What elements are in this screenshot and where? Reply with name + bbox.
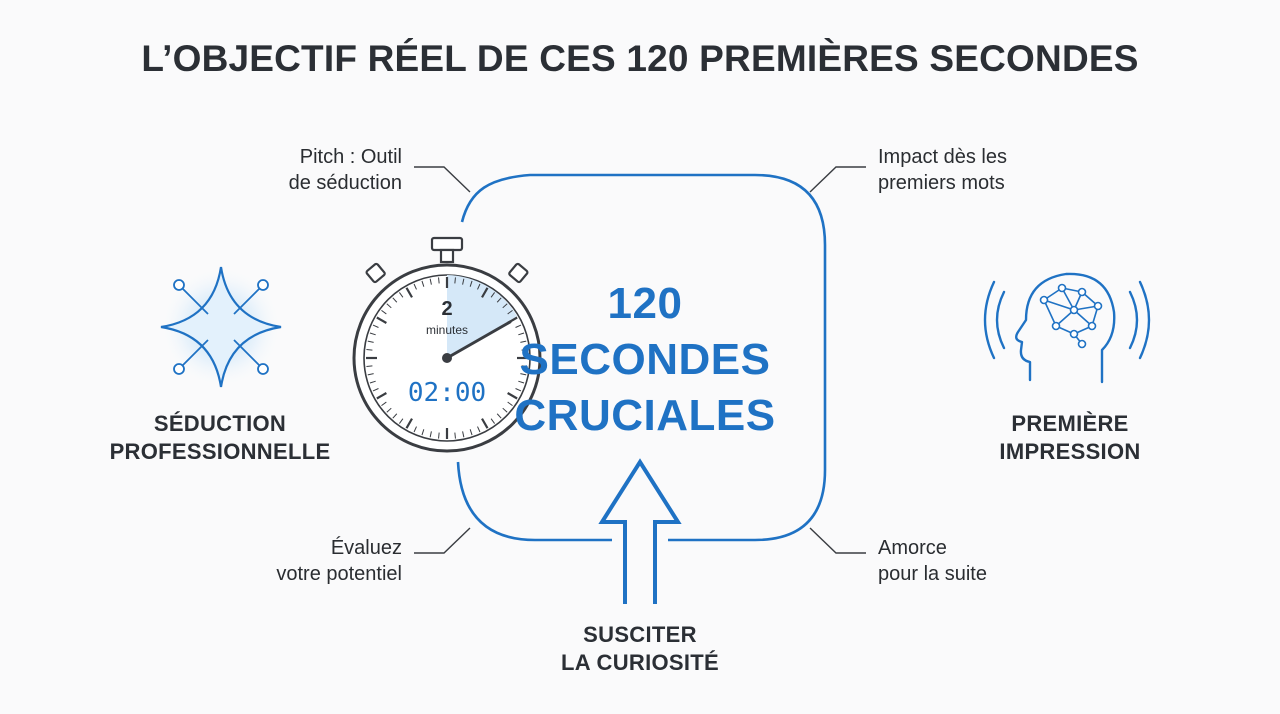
stopwatch-tick — [367, 340, 374, 343]
stopwatch-tick — [490, 418, 496, 424]
stopwatch-tick — [477, 283, 481, 290]
leader-bottom-left — [414, 527, 471, 554]
stopwatch-tick — [490, 292, 496, 298]
note-bottom-right: Amorce pour la suite — [878, 535, 1058, 587]
stopwatch-tick — [507, 309, 513, 315]
stopwatch-tick — [454, 432, 456, 439]
central-frame — [456, 173, 827, 542]
digital-readout: 02:00 — [408, 378, 486, 408]
stopwatch-tick — [462, 431, 465, 438]
pillar-right-line-1: PREMIÈRE — [1011, 411, 1129, 436]
stopwatch-tick — [502, 407, 508, 413]
sparkle-star-icon — [159, 265, 283, 389]
pillar-left-line-2: PROFESSIONNELLE — [109, 439, 331, 464]
stopwatch-tick — [405, 287, 413, 298]
stopwatch-tick — [386, 303, 392, 309]
pillar-right-line-2: IMPRESSION — [999, 439, 1141, 464]
stopwatch-tick — [520, 373, 527, 376]
central-heading-line-3: CRUCIALES — [514, 391, 776, 440]
stopwatch-tick — [438, 277, 440, 284]
pillar-bottom-line-1: SUSCITER — [583, 622, 697, 647]
stopwatch-tick — [398, 418, 404, 424]
note-top-left: Pitch : Outil de séduction — [232, 144, 402, 196]
stopwatch-tick — [429, 431, 432, 438]
note-top-left-line-1: Pitch : Outil — [299, 146, 402, 168]
note-bottom-left: Évaluez votre potentiel — [232, 535, 402, 587]
leader-top-left — [414, 166, 471, 193]
stopwatch-tick — [413, 283, 417, 290]
stopwatch-tick — [454, 277, 456, 284]
stopwatch-tick — [469, 280, 473, 287]
stopwatch-tick — [481, 418, 489, 429]
stopwatch-tick — [502, 303, 508, 309]
stopwatch-tick — [376, 316, 387, 324]
stopwatch-tick — [398, 292, 404, 298]
stopwatch-tick — [507, 392, 518, 400]
stopwatch-tick — [372, 324, 379, 328]
stopwatch-tick — [477, 426, 481, 433]
pillar-left-label: SÉDUCTION PROFESSIONNELLE — [90, 410, 350, 466]
note-bottom-right-line-2: pour la suite — [878, 563, 987, 585]
stopwatch-tick — [518, 332, 525, 336]
stopwatch-tick — [462, 278, 465, 285]
stopwatch-tick — [369, 332, 376, 336]
note-bottom-left-line-2: votre potentiel — [276, 563, 402, 585]
stopwatch-tick — [381, 309, 387, 315]
pillar-bottom-line-2: LA CURIOSITÉ — [560, 650, 719, 675]
leader-bottom-right — [809, 527, 866, 554]
dial-number: 2 — [441, 298, 452, 320]
note-top-left-line-2: de séduction — [288, 172, 402, 194]
note-top-right-line-1: Impact dès les — [878, 146, 1007, 168]
stopwatch-tick — [381, 401, 387, 407]
stopwatch-icon: 2 minutes 02:00 — [352, 236, 542, 453]
stopwatch-tick — [518, 380, 525, 384]
central-heading-line-2: SECONDES — [519, 335, 771, 384]
stopwatch-tick — [392, 413, 398, 419]
note-top-right: Impact dès les premiers mots — [878, 144, 1058, 196]
head-brain-network-icon — [983, 272, 1151, 384]
stopwatch-tick — [392, 297, 398, 303]
stopwatch-tick — [367, 373, 374, 376]
stopwatch-tick — [438, 432, 440, 439]
central-heading: 120 SECONDES CRUCIALES — [490, 276, 800, 444]
stopwatch-tick — [376, 392, 387, 400]
note-bottom-right-line-1: Amorce — [878, 537, 947, 559]
stopwatch-tick — [515, 324, 522, 328]
note-top-right-line-2: premiers mots — [878, 172, 1005, 194]
stopwatch-tick — [386, 407, 392, 413]
stopwatch-tick — [372, 388, 379, 392]
stopwatch-tick — [429, 278, 432, 285]
stopwatch-tick — [496, 297, 502, 303]
stopwatch-tick — [421, 429, 425, 436]
up-arrow-icon — [598, 458, 682, 604]
stopwatch-tick — [520, 340, 527, 343]
pillar-left-line-1: SÉDUCTION — [153, 411, 287, 436]
stopwatch-tick — [469, 429, 473, 436]
page-title: L’OBJECTIF RÉEL DE CES 120 PREMIÈRES SEC… — [141, 38, 1139, 79]
stopwatch-tick — [507, 401, 513, 407]
central-heading-line-1: 120 — [607, 279, 683, 328]
pillar-bottom-label: SUSCITER LA CURIOSITÉ — [530, 621, 750, 677]
stopwatch-tick — [496, 413, 502, 419]
stopwatch-tick — [405, 418, 413, 429]
stopwatch-tick — [413, 426, 417, 433]
stopwatch-tick — [366, 365, 373, 367]
leader-top-right — [809, 166, 866, 193]
stopwatch-tick — [521, 365, 528, 367]
stopwatch-tick — [521, 349, 528, 351]
stopwatch-tick — [369, 380, 376, 384]
dial-unit: minutes — [426, 323, 468, 337]
stopwatch-tick — [421, 280, 425, 287]
note-bottom-left-line-1: Évaluez — [330, 537, 402, 559]
stopwatch-tick — [481, 287, 489, 298]
stopwatch-tick — [366, 349, 373, 351]
pillar-right-label: PREMIÈRE IMPRESSION — [960, 410, 1180, 466]
stopwatch-tick — [515, 388, 522, 392]
